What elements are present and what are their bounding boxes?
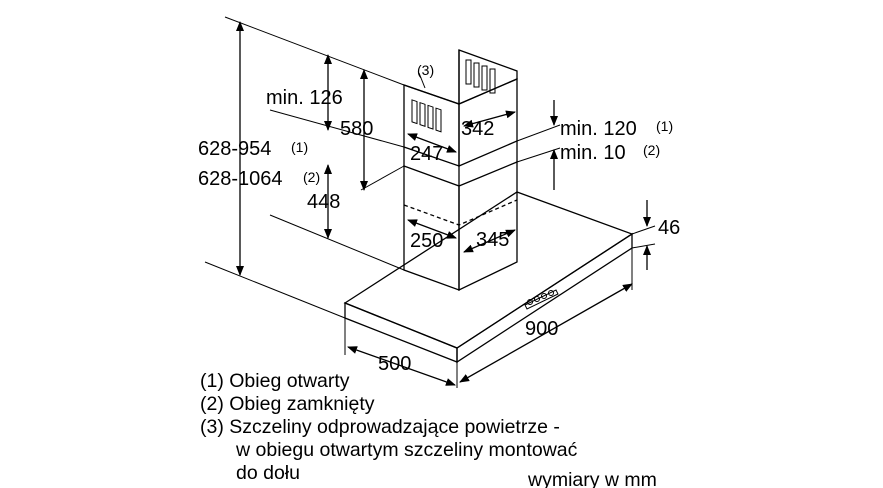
hood-canopy [343,191,634,364]
units-note: wymiary w mm [527,469,657,488]
legend-line-1: (1) Obieg otwarty [200,370,350,392]
dim-min-126: min. 126 [266,87,343,109]
dim-46: 46 [658,217,680,239]
dim-250: 250 [410,230,443,252]
chimney-lower [403,141,518,292]
dim-500: 500 [378,353,411,375]
callout-3: (3) [417,62,434,78]
dim-247: 247 [410,143,443,165]
dim-448: 448 [307,191,340,213]
dim-628-1064-ref: (2) [303,169,320,185]
extension-lines [204,16,656,388]
dim-628-954-ref: (1) [291,139,308,155]
legend-line-2: (2) Obieg zamknięty [200,393,375,415]
legend-line-3: (3) Szczeliny odprowadzające powietrze - [200,416,560,438]
dim-345: 345 [476,229,509,251]
dim-min-120: min. 120 [560,118,637,140]
dim-min-10-ref: (2) [643,142,660,158]
vent-slots-back [465,59,496,94]
legend-line-4: w obiegu otwartym szczeliny montować [235,439,578,461]
dimension-lines [236,21,651,386]
dim-628-954: 628-954 [198,138,271,160]
chimney-upper [403,49,518,167]
vent-slots-left [411,99,442,133]
dim-900: 900 [525,318,558,340]
dim-min-10: min. 10 [560,142,626,164]
dim-628-1064: 628-1064 [198,168,283,190]
dim-342: 342 [461,118,494,140]
dim-min-120-ref: (1) [656,118,673,134]
legend: (1) Obieg otwarty (2) Obieg zamknięty (3… [200,370,657,488]
legend-line-5: do dołu [236,462,300,484]
dim-580: 580 [340,118,373,140]
